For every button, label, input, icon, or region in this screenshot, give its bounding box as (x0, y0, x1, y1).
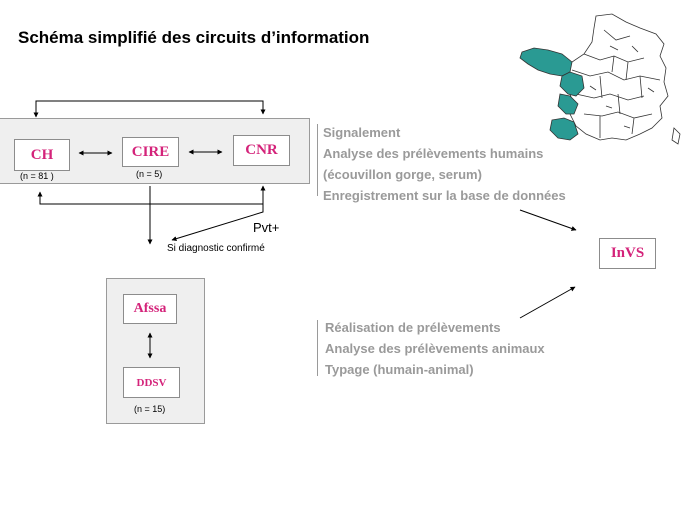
map-southwest-region (549, 117, 579, 141)
ch-node: CH (14, 139, 70, 171)
animal-line-3: Typage (humain-animal) (325, 362, 474, 377)
map-pays-de-loire-region (559, 71, 585, 97)
page-title: Schéma simplifié des circuits d’informat… (18, 28, 370, 47)
human-block: Signalement Analyse des prélèvements hum… (323, 122, 566, 206)
human-block-bar (317, 124, 318, 196)
human-line-4: Enregistrement sur la base de données (323, 188, 566, 203)
cnr-node: CNR (233, 135, 290, 166)
france-map-icon (519, 13, 681, 145)
bottom-loop-arrow (37, 185, 266, 205)
ch-count: (n = 81 ) (20, 171, 54, 181)
human-to-invs-arrow (519, 209, 577, 231)
animal-block: Réalisation de prélèvements Analyse des … (325, 317, 545, 380)
animal-line-1: Réalisation de prélèvements (325, 320, 501, 335)
cire-count: (n = 5) (136, 169, 163, 179)
human-line-2: Analyse des prélèvements humains (323, 146, 544, 161)
human-line-1: Signalement (323, 125, 401, 140)
afssa-node: Afssa (123, 294, 177, 324)
human-line-3: (écouvillon gorge, serum) (323, 167, 482, 182)
cnr-diagnostic-arrow (171, 204, 264, 242)
animal-to-invs-arrow (519, 286, 576, 319)
animal-line-2: Analyse des prélèvements animaux (325, 341, 545, 356)
animal-block-bar (317, 320, 318, 376)
diagnostic-confirmed-label: Si diagnostic confirmé (167, 243, 265, 254)
cire-node: CIRE (122, 137, 179, 167)
top-loop-arrow (33, 100, 266, 118)
map-poitou-region (557, 93, 579, 115)
ddsv-node: DDSV (123, 367, 180, 398)
pvt-positive-label: Pvt+ (253, 220, 280, 235)
ddsv-count: (n = 15) (134, 404, 166, 414)
invs-node: InVS (599, 238, 656, 269)
